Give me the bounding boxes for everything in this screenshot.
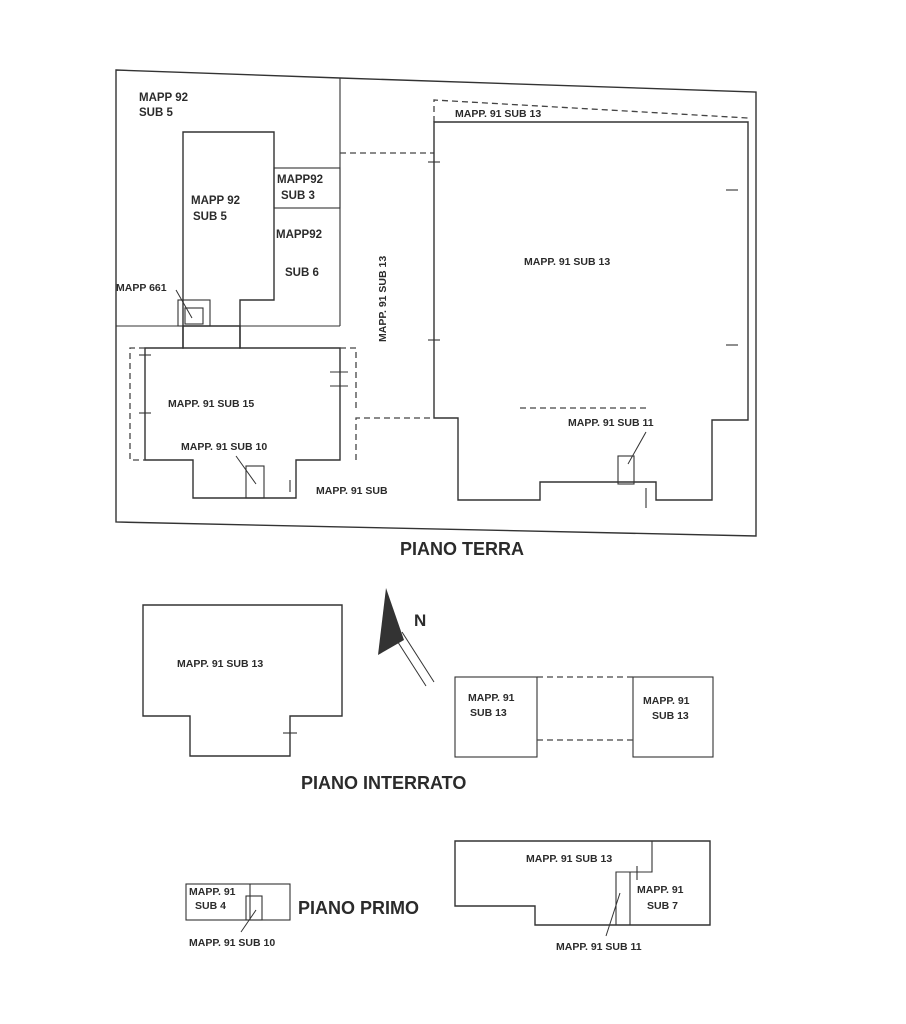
sub15-dashed-boundary xyxy=(129,347,145,461)
first-floor-sub10-room xyxy=(245,895,263,921)
label-basement-b-2: SUB 13 xyxy=(652,710,689,722)
leader-first-floor-sub10 xyxy=(240,909,257,933)
first-floor-plan: MAPP. 91 SUB 4 MAPP. 91 SUB 10 PIANO PRI… xyxy=(185,840,711,953)
label-mapp92-sub6-1: MAPP92 xyxy=(276,229,322,241)
north-arrow: N xyxy=(378,588,435,687)
label-basement-left-sub13: MAPP. 91 SUB 13 xyxy=(177,658,263,670)
north-arrow-head xyxy=(378,588,404,655)
north-arrow-shaft-1 xyxy=(393,635,427,687)
leader-sub10 xyxy=(235,455,257,485)
label-sub15: MAPP. 91 SUB 15 xyxy=(168,398,254,410)
first-floor-sub13-room xyxy=(615,841,653,925)
mapp91-sub15-building xyxy=(144,325,341,499)
label-first-sub4-2: SUB 4 xyxy=(195,900,226,912)
mapp91-sub13-large-room xyxy=(433,121,749,501)
north-arrow-shaft-2 xyxy=(401,631,435,683)
label-first-sub4-1: MAPP. 91 xyxy=(189,886,236,898)
label-large-room-sub13: MAPP. 91 SUB 13 xyxy=(524,256,610,268)
label-top-strip-sub13: MAPP. 91 SUB 13 xyxy=(455,108,541,120)
label-mapp661: MAPP 661 xyxy=(116,282,167,294)
corridor-dashed-bottom xyxy=(355,417,434,460)
label-first-sub7-2: SUB 7 xyxy=(647,900,678,912)
basement-plan: MAPP. 91 SUB 13 MAPP. 91 SUB 13 MAPP. 91… xyxy=(142,604,714,793)
label-sub11: MAPP. 91 SUB 11 xyxy=(568,417,654,429)
label-mapp92-sub5-inner-1: MAPP 92 xyxy=(191,195,240,207)
label-sub10: MAPP. 91 SUB 10 xyxy=(181,441,267,453)
leader-sub11 xyxy=(627,431,647,465)
label-mapp92-sub3-2: SUB 3 xyxy=(281,190,315,202)
label-first-sub11: MAPP. 91 SUB 11 xyxy=(556,941,642,953)
label-basement-a-2: SUB 13 xyxy=(470,707,507,719)
label-basement-a-1: MAPP. 91 xyxy=(468,692,515,704)
first-floor-right-building xyxy=(454,840,711,926)
mapp91-sub10-room xyxy=(245,465,265,499)
label-mapp92-sub3-1: MAPP92 xyxy=(277,174,323,186)
label-mapp92-sub6-2: SUB 6 xyxy=(285,267,319,279)
label-mapp92-sub5-inner-2: SUB 5 xyxy=(193,211,227,223)
ground-floor-outer-boundary xyxy=(115,69,757,537)
mapp91-sub11-room xyxy=(617,455,635,485)
basement-right-room-b xyxy=(632,676,714,758)
label-first-sub10: MAPP. 91 SUB 10 xyxy=(189,937,275,949)
leader-mapp661 xyxy=(175,289,193,319)
first-floor-sub4-room xyxy=(185,883,291,921)
label-basement-b-1: MAPP. 91 xyxy=(643,695,690,707)
basement-left-room xyxy=(142,604,343,757)
label-corridor-sub13: MAPP. 91 SUB 13 xyxy=(377,256,389,342)
label-sub-bottom: MAPP. 91 SUB xyxy=(316,485,388,497)
label-first-sub13: MAPP. 91 SUB 13 xyxy=(526,853,612,865)
label-first-sub7-1: MAPP. 91 xyxy=(637,884,684,896)
mapp92-sub5-building xyxy=(182,131,275,349)
label-mapp92-sub5-top-1: MAPP 92 xyxy=(139,92,188,104)
mapp661-inner-box xyxy=(184,307,204,325)
basement-right-room-a xyxy=(454,676,538,758)
heading-piano-primo: PIANO PRIMO xyxy=(298,898,419,918)
heading-piano-interrato: PIANO INTERRATO xyxy=(301,773,466,793)
heading-piano-terra: PIANO TERRA xyxy=(400,539,524,559)
label-mapp92-sub5-top-2: SUB 5 xyxy=(139,107,173,119)
ground-floor-plan: MAPP 92 SUB 5 MAPP 92 SUB 5 MAPP92 SUB 3… xyxy=(115,69,757,559)
leader-first-floor-sub11 xyxy=(605,892,621,937)
sub15-dashed-boundary-right xyxy=(340,347,357,408)
north-label: N xyxy=(414,611,426,630)
mapp92-sub3-room xyxy=(273,167,341,209)
top-strip-dashed xyxy=(433,99,749,122)
